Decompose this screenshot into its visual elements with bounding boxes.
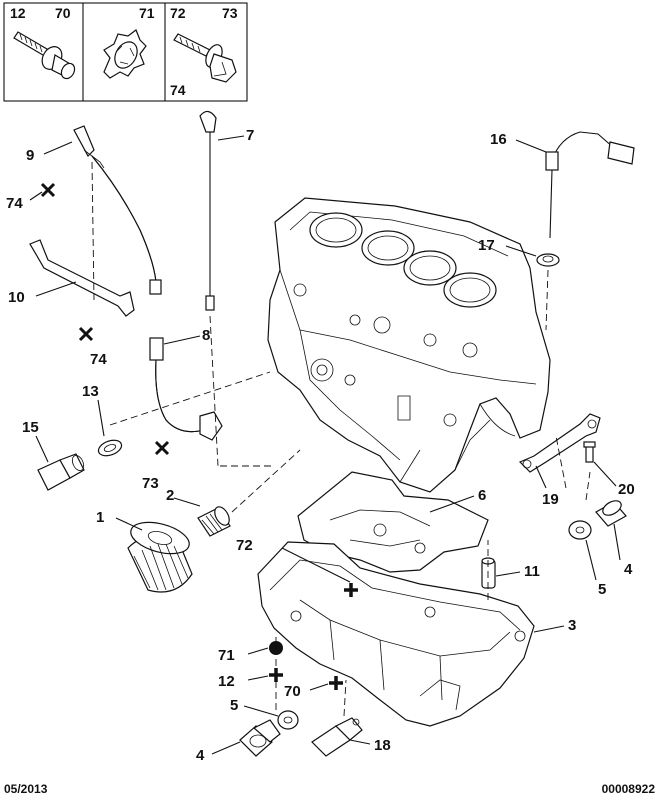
callout-16: 16 [490, 131, 507, 148]
bolt-with-washer-icon [173, 33, 237, 83]
callout-4-lower: 4 [196, 747, 205, 764]
drain-washer-lower [277, 710, 299, 730]
callout-19: 19 [542, 491, 559, 508]
plus-marker-70 [329, 676, 343, 690]
dipstick-bracket [29, 239, 135, 317]
callout-73: 73 [142, 475, 159, 492]
drain-plug-upper [595, 500, 627, 527]
legend-label-73: 73 [222, 5, 238, 21]
flange-bolt-icon [13, 31, 76, 80]
sensor-seal-ring [536, 253, 560, 267]
callout-15: 15 [22, 419, 39, 436]
cross-marker-73 [154, 440, 170, 456]
oil-pan-sump [257, 541, 535, 727]
callout-13: 13 [82, 383, 99, 400]
callout-74: 74 [6, 195, 23, 212]
oil-filter [127, 521, 193, 593]
dipstick-guide-tube [73, 125, 162, 295]
oil-pressure-switch [37, 453, 85, 491]
callout-7: 7 [246, 127, 254, 144]
dipstick-tube-lower [149, 337, 223, 441]
callout-5-lower: 5 [230, 697, 238, 714]
oil-pan-dowel [481, 557, 496, 589]
engine-block [267, 197, 551, 493]
callout-2: 2 [166, 487, 174, 504]
dot-marker-71 [269, 641, 283, 655]
fastener-markers [40, 182, 358, 690]
cross-marker-74-lower [78, 326, 94, 342]
callout-71: 71 [218, 647, 235, 664]
dipstick [199, 110, 217, 311]
cross-marker-74-upper [40, 182, 56, 198]
callout-3: 3 [568, 617, 576, 634]
callout-5-upper: 5 [598, 581, 606, 598]
oil-temperature-sensor [311, 717, 363, 757]
callout-12: 12 [218, 673, 235, 690]
callout-17: 17 [478, 237, 495, 254]
footer-date: 05/2013 [4, 782, 48, 796]
plus-marker-72 [344, 583, 358, 597]
serrated-washer-icon [103, 29, 147, 79]
callout-10: 10 [8, 289, 25, 306]
plus-marker-12 [269, 668, 283, 682]
legend-label-70: 70 [55, 5, 71, 21]
callout-8: 8 [202, 327, 210, 344]
fastener-legend-box: 12 70 71 72 73 74 [3, 2, 248, 102]
callout-6: 6 [478, 487, 486, 504]
drain-plug-lower [239, 719, 281, 757]
callout-70: 70 [284, 683, 301, 700]
callout-74-lower: 74 [90, 351, 107, 368]
legend-label-72: 72 [170, 5, 186, 21]
bracket-screw [583, 441, 596, 463]
oil-filter-union [197, 506, 231, 537]
callout-4-upper: 4 [624, 561, 633, 578]
callout-1: 1 [96, 509, 104, 526]
pressure-switch-seal [97, 439, 123, 457]
footer-reference-number: 00008922 [601, 782, 655, 796]
legend-label-71: 71 [139, 5, 155, 21]
oil-level-sensor [545, 131, 635, 239]
callout-20: 20 [618, 481, 635, 498]
callout-18: 18 [374, 737, 391, 754]
drain-washer-upper [568, 520, 592, 540]
callout-9: 9 [26, 147, 34, 164]
callout-labels: 9 74 7 16 17 10 74 8 13 15 73 2 1 6 19 2… [6, 127, 635, 764]
legend-label-12: 12 [10, 5, 26, 21]
leader-lines [29, 135, 621, 755]
callout-72: 72 [236, 537, 253, 554]
legend-label-74: 74 [170, 82, 186, 98]
callout-11: 11 [524, 563, 540, 580]
